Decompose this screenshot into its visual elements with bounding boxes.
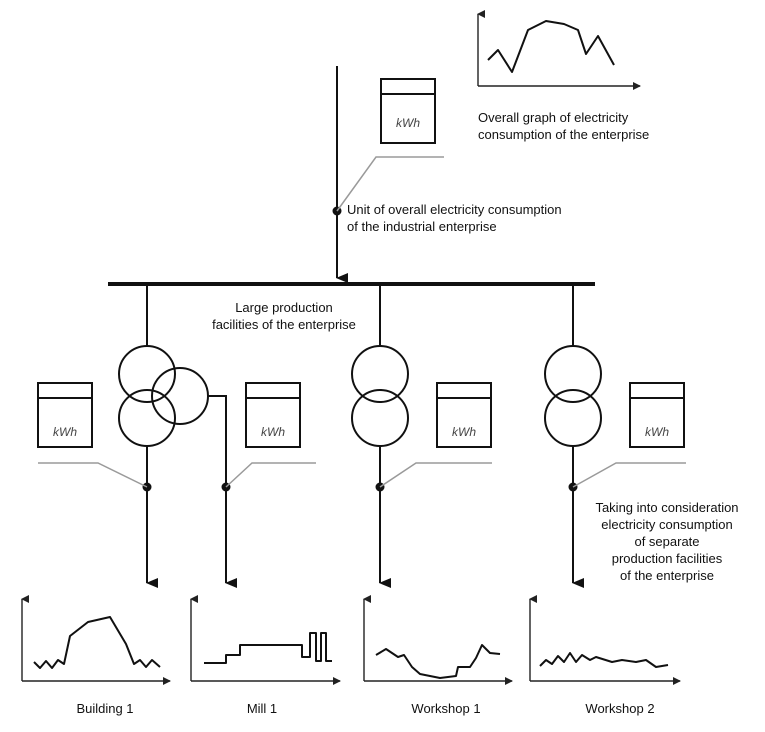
main-meter-lead [336,156,444,212]
overall-consumption-graph [477,10,641,90]
large-facilities-label-line2: facilities of the enterprise [212,317,356,332]
three-winding-transformer [118,345,209,447]
workshop2-meter-lead [572,462,686,488]
large-facilities-label-line1: Large production [235,300,333,315]
workshop2-transformer [544,345,602,447]
workshop2-graph [529,595,681,685]
building1-graph [21,595,171,685]
branch-mill1 [208,395,237,588]
workshop2-meter-label: kWh [645,425,669,439]
main-meter-label: kWh [396,116,420,130]
building1-kwh-meter: kWh [37,382,93,448]
separate-label-line3: of separate [634,534,699,549]
mill1-graph [190,595,341,685]
overall-unit-label-line1: Unit of overall electricity consumption [347,202,562,217]
mill1-meter-label: kWh [261,425,285,439]
mill1-meter-lead [225,462,316,488]
main-kwh-meter: kWh [380,78,436,144]
facility-label-mill1: Mill 1 [247,701,277,716]
separate-label-line1: Taking into consideration [595,500,738,515]
facility-label-workshop1: Workshop 1 [411,701,480,716]
building1-meter-label: kWh [53,425,77,439]
separate-label-line4: production facilities [612,551,723,566]
workshop1-transformer [351,345,409,447]
building1-meter-lead [38,462,148,488]
overall-graph-label-line1: Overall graph of electricity [478,110,629,125]
separate-label-line5: of the enterprise [620,568,714,583]
facility-label-building1: Building 1 [76,701,133,716]
mill1-kwh-meter: kWh [245,382,301,448]
workshop2-kwh-meter: kWh [629,382,685,448]
workshop1-kwh-meter: kWh [436,382,492,448]
overall-unit-label-line2: of the industrial enterprise [347,219,497,234]
overall-graph-curve [487,20,615,73]
overall-graph-label-line2: consumption of the enterprise [478,127,649,142]
workshop1-meter-label: kWh [452,425,476,439]
workshop1-meter-lead [379,462,492,488]
facility-label-workshop2: Workshop 2 [585,701,654,716]
separate-label-line2: electricity consumption [601,517,733,532]
workshop1-graph [363,595,513,685]
